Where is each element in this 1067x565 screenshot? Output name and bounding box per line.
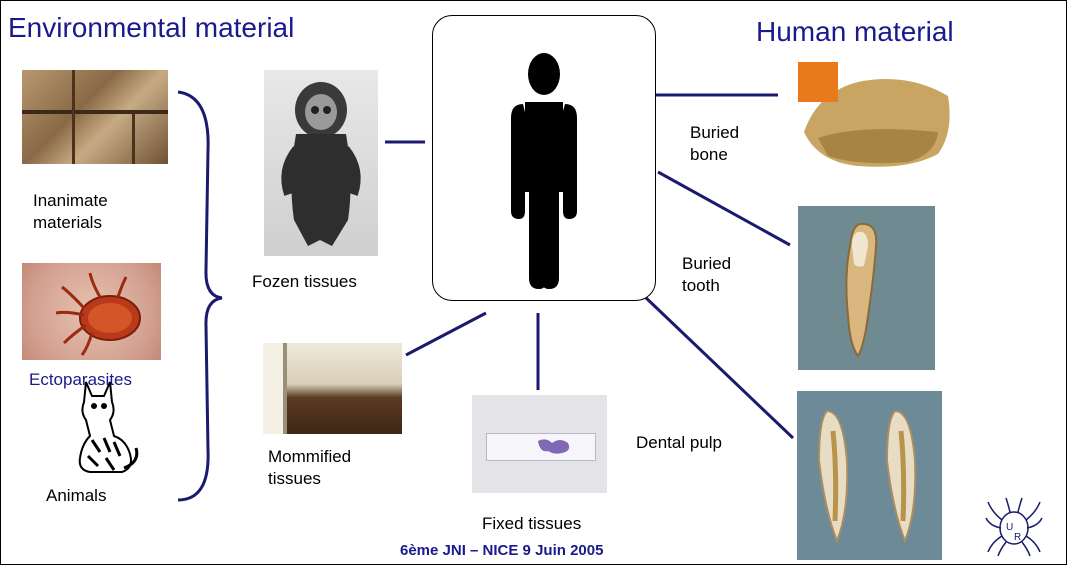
ectoparasite-photo bbox=[22, 263, 161, 360]
cat-icon bbox=[64, 378, 142, 476]
fixed-tissues-photo bbox=[472, 395, 607, 493]
buried-tooth-label: Buried tooth bbox=[682, 253, 731, 297]
mummified-tissues-photo bbox=[263, 343, 402, 434]
fixed-tissues-label: Fixed tissues bbox=[482, 513, 581, 535]
buried-bone-label: Buried bone bbox=[690, 122, 739, 166]
ur-tick-logo: U R bbox=[984, 496, 1044, 558]
frozen-tissues-photo bbox=[264, 70, 378, 256]
inanimate-label: Inanimate materials bbox=[33, 190, 108, 234]
frozen-tissues-label: Fozen tissues bbox=[252, 271, 357, 293]
animals-label: Animals bbox=[46, 485, 106, 507]
line-tooth bbox=[658, 172, 790, 245]
environmental-title: Environmental material bbox=[8, 12, 294, 44]
human-silhouette-icon bbox=[433, 16, 655, 300]
mummified-tissues-label: Mommified tissues bbox=[268, 446, 351, 490]
tooth-image bbox=[798, 206, 935, 370]
dental-pulp-photo bbox=[797, 391, 942, 560]
grouping-brace bbox=[178, 92, 222, 500]
buried-tooth-photo bbox=[798, 206, 935, 370]
svg-text:R: R bbox=[1014, 532, 1021, 543]
frozen-infant-image bbox=[264, 70, 378, 256]
footer-text: 6ème JNI – NICE 9 Juin 2005 bbox=[400, 542, 603, 559]
tick-icon bbox=[22, 263, 161, 360]
dental-pulp-label: Dental pulp bbox=[636, 432, 722, 454]
inanimate-materials-photo bbox=[22, 70, 168, 164]
svg-text:U: U bbox=[1006, 522, 1013, 533]
line-pulp bbox=[643, 295, 793, 438]
split-tooth-image bbox=[797, 391, 942, 560]
human-title: Human material bbox=[756, 16, 954, 48]
stained-tissue-sample bbox=[534, 435, 574, 457]
human-figure-box bbox=[432, 15, 656, 301]
buried-bone-photo bbox=[798, 62, 955, 174]
line-mummified bbox=[406, 313, 486, 355]
